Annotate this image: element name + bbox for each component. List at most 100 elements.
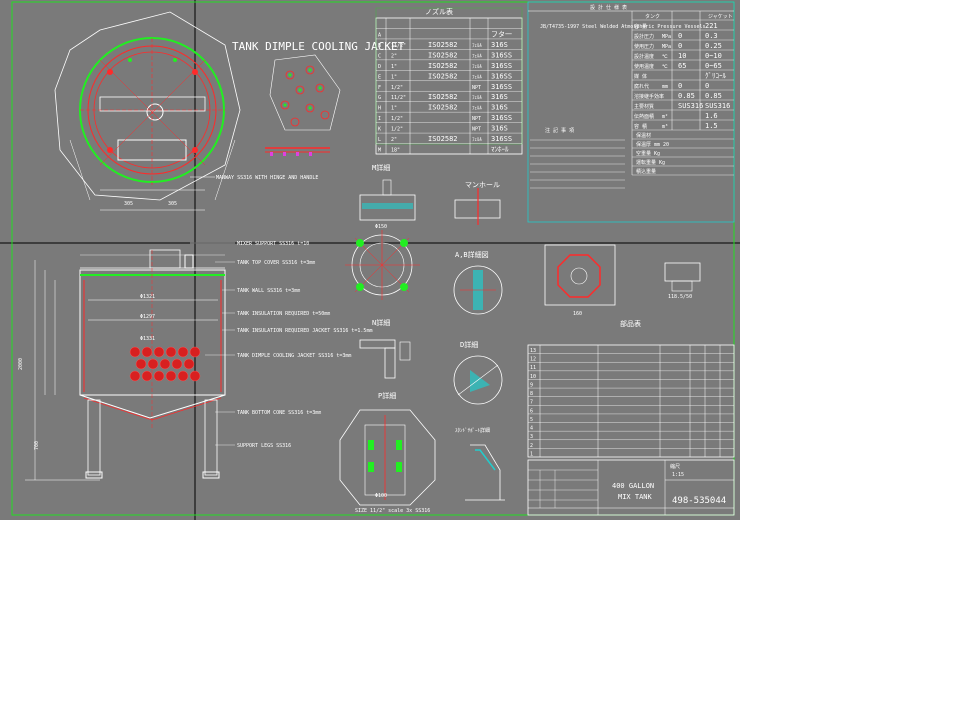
title-name-line1: 400 GALLON [612,482,654,490]
leg-detail: ｽﾀﾝﾄﾞｻﾎﾟｰﾄ詳細 [455,427,505,501]
elevation-callouts: MIXER SUPPORT SS316 t=10 TANK TOP COVER … [190,241,372,449]
callout-support-legs: SUPPORT LEGS SS316 [237,443,291,449]
parts-row-number: 9 [530,382,533,388]
spec-extra-item: 運転重量 Kg [636,159,665,166]
nozzle-mark: B [378,43,381,49]
dimple-pattern-detail [265,54,341,156]
nozzle-note: 316SS [491,62,512,70]
spec-jacket: 0.25 [705,42,722,50]
parts-row-number: 6 [530,408,533,414]
plan-view: 305 305 [54,11,241,211]
nozzle-spec: ISO2582 [428,93,458,101]
spec-jacket: 221 [705,22,718,30]
dim-305-right: 305 [168,201,177,207]
spec-extra-item: 保温厚 mm 20 [636,141,669,148]
dim-305-left: 305 [124,201,133,207]
m-detail: M詳細 Φ150 [359,163,416,230]
cad-viewport[interactable]: 305 305 TANK DIMPLE COOLING JACKET MANWA… [0,0,740,520]
dim-118: 118.5/50 [668,294,692,300]
leg-detail-label: ｽﾀﾝﾄﾞｻﾎﾟｰﾄ詳細 [455,427,490,434]
spec-item: 腐れ代 [634,83,649,90]
parts-row-number: 12 [530,357,536,363]
dim-d150: Φ150 [375,224,387,230]
spec-item: 設計温度 [634,53,654,60]
spec-unit: MPa [662,44,671,50]
parts-row-number: 3 [530,434,533,440]
spec-unit: MPa [662,34,671,40]
spec-table-header: 設 計 仕 様 表 [590,4,627,11]
flange-detail [345,230,420,300]
parts-row-number: 4 [530,426,533,432]
spec-unit: m³ [662,124,668,130]
spec-extra-item: 空重量 Kg [636,150,660,157]
nozzle-material: ﾌｪﾙﾙ [472,43,483,49]
title-block: 400 GALLON MIX TANK 498-535044 縮尺 1:15 [527,459,735,516]
nozzle-note: 316SS [491,72,512,80]
nozzle-size: 11/2" [391,43,406,49]
spec-unit: ℃ [662,54,668,60]
nozzle-material: NPT [472,127,481,133]
manhole-label: マンホール [465,181,500,189]
parts-row-number: 2 [530,443,533,449]
nozzle-mark: L [378,137,381,143]
spec-item: 伝熱面積 [634,113,654,120]
nozzle-size: 1/2" [391,127,403,133]
nozzle-mark: C [378,53,381,59]
nozzle-spec: ISO2582 [428,41,458,49]
nozzle-size: 11/2" [391,95,406,101]
nozzle-spec: ISO2582 [428,51,458,59]
nozzle-note: 316SS [491,114,512,122]
d-detail-label: D詳細 [460,340,478,349]
nozzle-size: 1/2" [391,116,403,122]
nozzle-mark: D [378,64,381,70]
spec-tank: 0 [678,82,682,90]
plan-title: TANK DIMPLE COOLING JACKET [232,40,405,53]
spec-item: 使用圧力 [634,43,654,50]
spec-tank: 0 [678,42,682,50]
spec-code-ref: JB/T4735-1997 Steel Welded Atmospheric P… [540,24,706,30]
nozzle-size: 1" [391,74,397,80]
parts-row-number: 10 [530,374,536,380]
spec-jacket: 0~65 [705,62,722,70]
manhole-detail: マンホール [454,181,501,225]
dim-total-height: 2000 [18,358,24,370]
dim-160: 160 [573,311,582,317]
scale-label: 縮尺 [670,463,680,470]
nozzle-note: ﾏﾝﾎｰﾙ [491,146,509,154]
nozzle-material: ﾌｪﾙﾙ [472,106,483,112]
d-detail: D詳細 [453,340,503,405]
spec-item: 溶接継手効率 [634,93,664,100]
spec-col-tank: タンク [645,13,660,20]
spec-tank: 65 [678,62,686,70]
section-note: SIZE 11/2" scale 3x SS316 [355,508,430,514]
nozzle-size: 2" [391,137,397,143]
nozzle-mark: M [378,148,381,154]
nozzle-material: ﾌｪﾙﾙ [472,74,483,80]
nozzle-material: NPT [472,85,481,91]
nozzle-size: 2" [391,53,397,59]
nozzle-mark: F [378,85,381,91]
spec-tank: 10 [678,52,686,60]
parts-row-number: 5 [530,417,533,423]
n-detail-label: N詳細 [372,318,390,327]
spec-jacket: 0 [705,82,709,90]
nozzle-spec: ISO2582 [428,62,458,70]
drawing-number: 498-535044 [672,496,726,506]
engineering-drawing: 305 305 TANK DIMPLE COOLING JACKET MANWA… [0,0,740,520]
spec-item: 使用温度 [634,63,654,70]
ab-detail: A,B詳細図 [453,250,503,315]
scale-value: 1:15 [672,472,684,478]
nozzle-material: ﾌｪﾙﾙ [472,137,483,143]
parts-row-number: 7 [530,400,533,406]
nozzle-material: ﾌｪﾙﾙ [472,95,483,101]
parts-table-header: 部品表 [620,319,641,328]
spec-tank: SUS316 [678,102,703,110]
callout-top-cover: TANK TOP COVER SS316 t=3mm [237,260,315,266]
spec-jacket: 0~10 [705,52,722,60]
callout-tank-wall: TANK WALL SS316 t=3mm [237,288,300,294]
parts-row-number: 8 [530,391,533,397]
spec-item: 設計圧力 [634,33,654,40]
spec-jacket: 1.6 [705,112,718,120]
